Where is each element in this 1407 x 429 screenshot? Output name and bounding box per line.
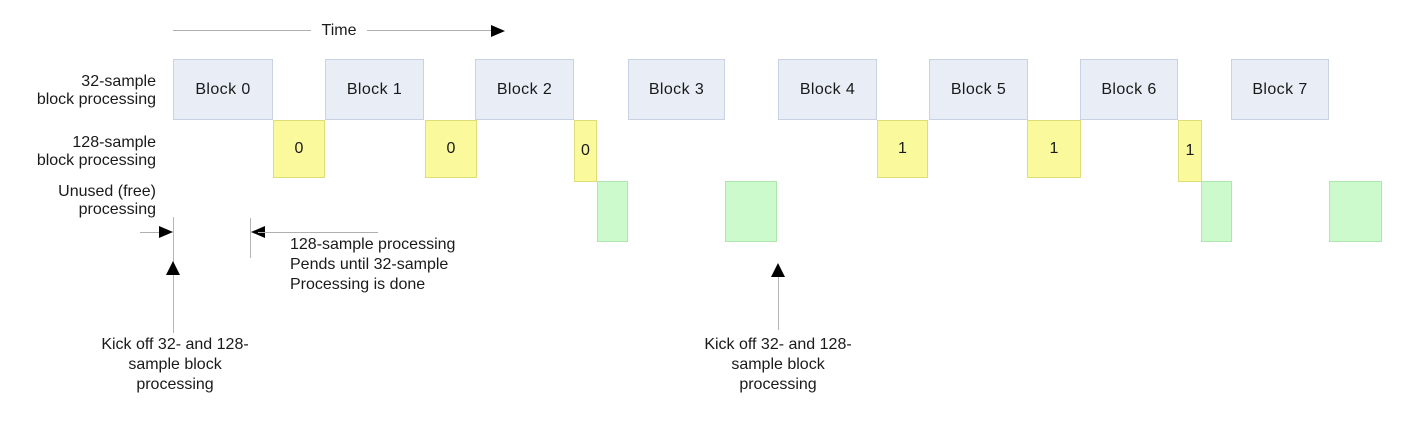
block-32-1-label: Block 1 [346, 80, 403, 98]
pend-note: 128-sample processing Pends until 32-sam… [290, 236, 456, 293]
block-128-0c-label: 0 [581, 142, 590, 159]
block-128-0b-label: 0 [446, 140, 456, 157]
block-32-2: Block 2 [475, 59, 574, 120]
free-block-0 [597, 181, 628, 242]
kickoff-2-up-arrowhead-icon [771, 263, 785, 277]
block-128-1c: 1 [1178, 120, 1202, 182]
free-block-2 [1201, 181, 1232, 242]
block-128-1a: 1 [877, 120, 928, 178]
block-32-6-label: Block 6 [1101, 80, 1157, 98]
free-block-1 [725, 181, 777, 242]
block-128-1c-label: 1 [1185, 142, 1195, 159]
row-label-32-sample: 32-sample block processing [36, 73, 156, 108]
pend-left-arrow-line [140, 232, 162, 233]
block-32-7: Block 7 [1231, 59, 1329, 120]
kickoff-1-note: Kick off 32- and 128- sample block proce… [101, 336, 249, 393]
block-32-7-label: Block 7 [1252, 80, 1308, 98]
block-128-1a-label: 1 [898, 140, 907, 157]
kickoff-2-arrow-shaft [778, 277, 779, 330]
pend-leader-line [258, 232, 378, 233]
kickoff-1-extension-line [173, 217, 174, 333]
block-32-4: Block 4 [778, 59, 877, 120]
block-32-5-label: Block 5 [950, 80, 1007, 98]
block-128-0b: 0 [425, 120, 477, 178]
row-label-unused: Unused (free) processing [58, 183, 156, 218]
pend-right-arrowhead-icon [159, 226, 173, 238]
block-32-4-label: Block 4 [799, 80, 856, 98]
block-128-0a: 0 [273, 120, 325, 178]
kickoff-1-up-arrowhead-icon [166, 261, 180, 275]
row-label-128-sample: 128-sample block processing [36, 134, 156, 169]
block-128-0a-label: 0 [294, 140, 304, 157]
free-block-3 [1329, 181, 1382, 242]
block-128-0c: 0 [574, 120, 597, 182]
time-axis-label: Time [311, 21, 367, 40]
block-32-5: Block 5 [929, 59, 1028, 120]
block-32-3-label: Block 3 [648, 80, 705, 98]
block-32-0: Block 0 [173, 59, 273, 120]
block-32-3: Block 3 [628, 59, 725, 120]
time-arrowhead-icon [491, 25, 505, 37]
pend-extension-line [250, 218, 251, 258]
block-32-6: Block 6 [1080, 59, 1178, 120]
block-32-1: Block 1 [325, 59, 424, 120]
block-32-2-label: Block 2 [496, 80, 553, 98]
block-128-1b: 1 [1027, 120, 1081, 178]
block-32-0-label: Block 0 [195, 80, 251, 98]
block-128-1b-label: 1 [1049, 140, 1059, 157]
kickoff-2-note: Kick off 32- and 128- sample block proce… [704, 336, 852, 393]
